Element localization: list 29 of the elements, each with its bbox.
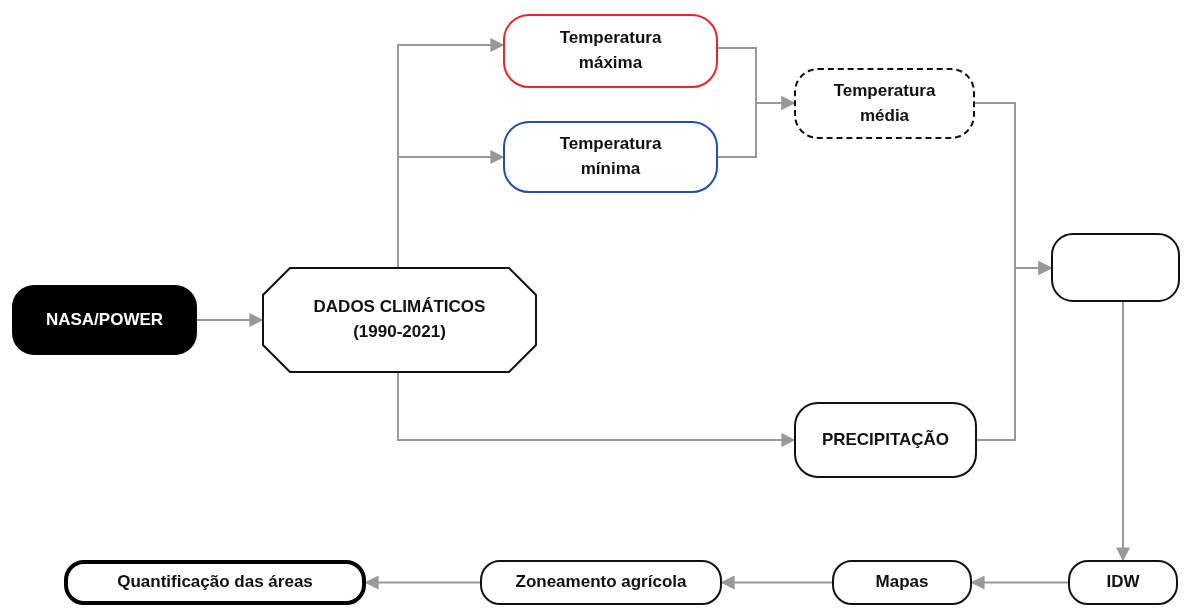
process-box — [832, 560, 972, 605]
process-box — [794, 68, 975, 139]
arrow — [717, 96, 796, 158]
node-label: DADOS CLIMÁTICOS (1990-2021) — [312, 296, 487, 343]
node-label: NASA/POWER — [45, 308, 164, 331]
node-label: Temperatura máxima — [558, 27, 663, 74]
arrow — [970, 575, 1069, 590]
process-box — [1068, 560, 1178, 605]
process-box — [794, 402, 977, 478]
node-label: Zoneamento agrícola — [515, 571, 687, 594]
arrow — [976, 261, 1053, 441]
process-box — [64, 560, 366, 605]
process-box — [503, 14, 718, 88]
process-box — [480, 560, 722, 605]
node-label: Quantificação das áreas — [117, 571, 313, 594]
node-label: Temperatura média — [832, 79, 937, 127]
node-label: IDW — [1106, 571, 1140, 594]
process-box — [12, 285, 197, 355]
node-label: PRECIPITAÇÃO — [821, 428, 950, 451]
arrow — [196, 313, 264, 327]
arrow — [720, 575, 833, 590]
arrow — [397, 150, 505, 268]
node-label: Temperatura mínima — [558, 133, 663, 180]
arrow — [364, 575, 481, 590]
arrow — [397, 372, 796, 447]
node-label: Mapas — [875, 571, 929, 594]
arrow — [1116, 301, 1130, 562]
process-box — [503, 121, 718, 193]
rounded-box — [1051, 233, 1180, 302]
